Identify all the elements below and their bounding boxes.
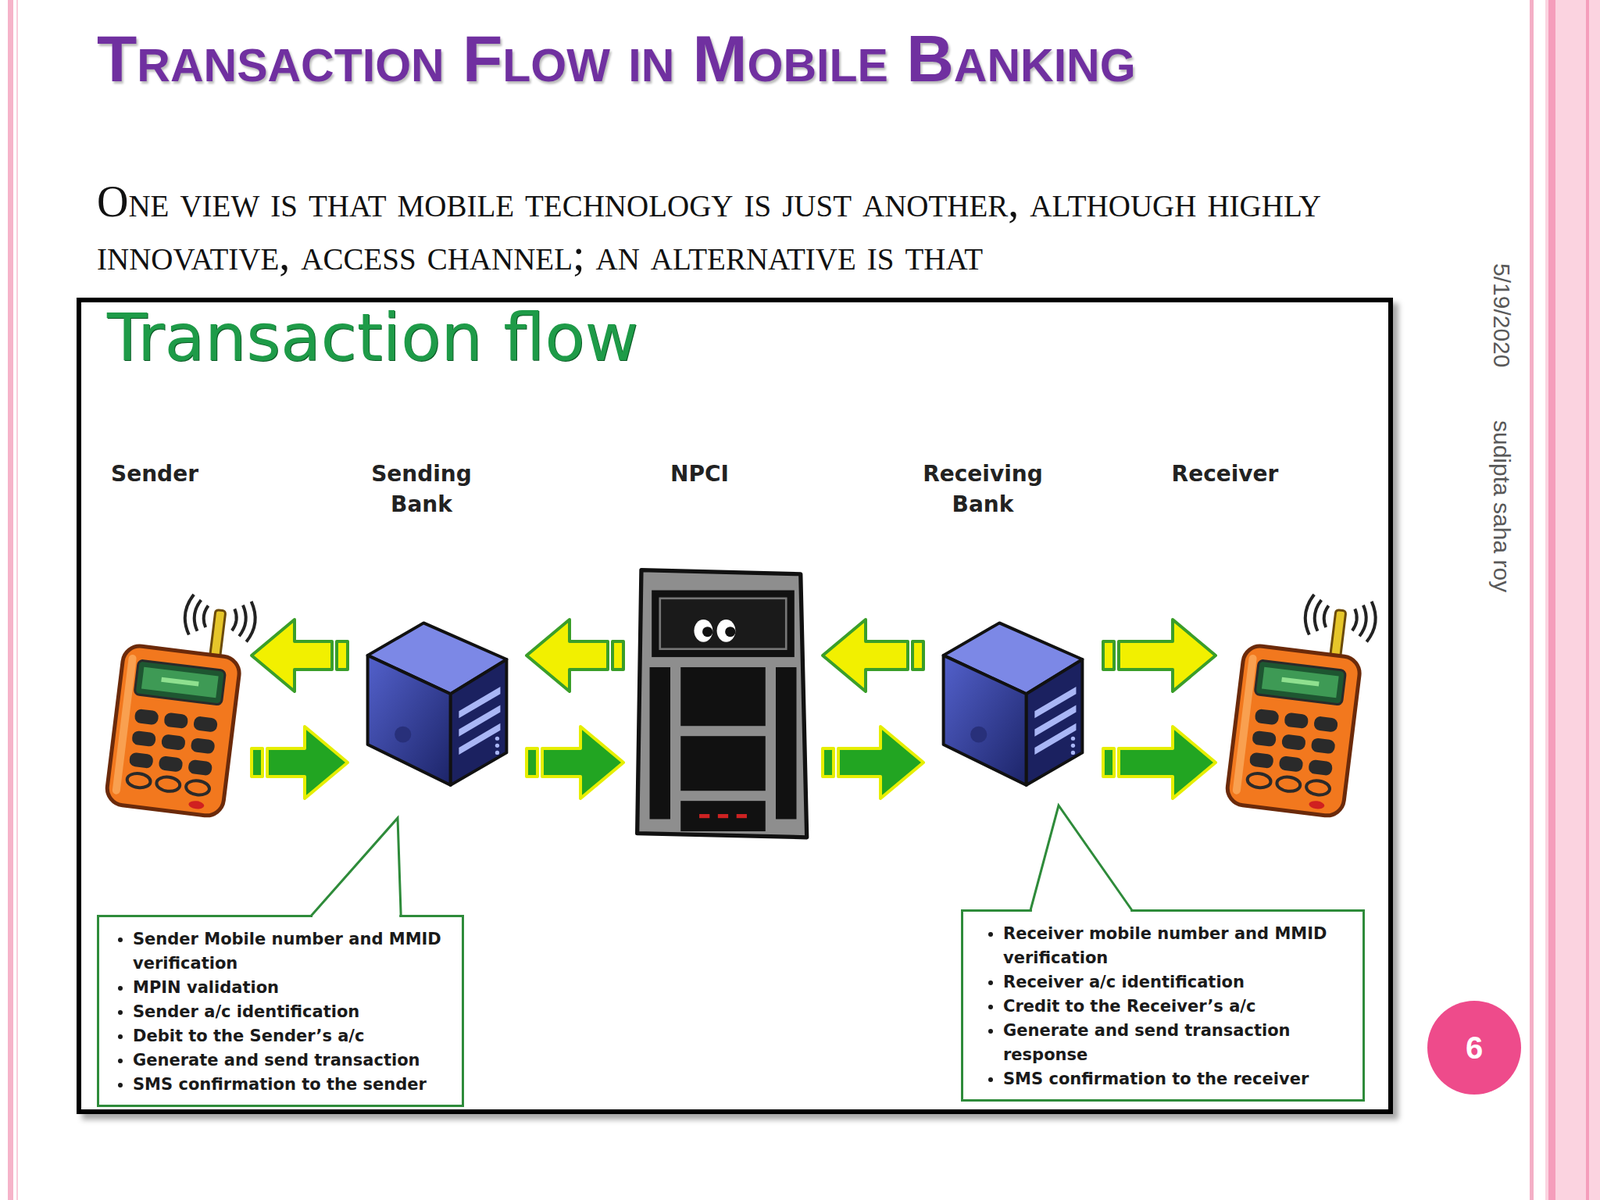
npci-mainframe <box>699 814 710 818</box>
node-label: Sender <box>88 458 222 490</box>
callout-item: Credit to the Receiver’s a/c <box>1003 994 1371 1019</box>
npci-mainframe <box>651 590 795 658</box>
flow-arrow <box>251 619 348 692</box>
callout-item: SMS confirmation to the receiver <box>1003 1067 1371 1092</box>
callout-item: Debit to the Sender’s a/c <box>132 1024 458 1049</box>
flow-arrow <box>1103 726 1216 799</box>
arrow-body <box>526 619 608 692</box>
npci-mainframe <box>680 735 766 791</box>
callout-item: Sender Mobile number and MMID verificati… <box>132 927 458 976</box>
flow-node: NPCI <box>635 458 811 842</box>
callout-pointer <box>310 817 401 918</box>
receiver-phone <box>1225 586 1379 819</box>
arrow-body <box>822 619 908 692</box>
arrow-tail <box>612 641 624 670</box>
flow-node: Sender <box>107 458 240 816</box>
npci-mainframe <box>660 598 786 650</box>
arrow-body <box>1118 619 1216 692</box>
receiving-bank-server <box>943 622 1083 786</box>
callout-item: Sender a/c identification <box>132 1000 458 1025</box>
badge-circle <box>1427 1000 1522 1095</box>
page-number-badge: 6 <box>1426 1000 1522 1096</box>
callout-item: MPIN validation <box>132 975 458 1000</box>
node-label: Receiving Bank <box>904 458 1061 520</box>
border-stripe <box>1548 0 1556 1200</box>
npci-mainframe <box>717 814 729 818</box>
arrow-body <box>542 726 624 799</box>
arrow-tail <box>526 748 538 777</box>
flow-arrow <box>526 619 624 692</box>
border-stripe <box>1529 0 1534 1200</box>
callout-item: Receiver a/c identification <box>1003 970 1371 995</box>
sending-bank-server <box>367 622 508 786</box>
arrow-body <box>1118 726 1216 799</box>
date-stamp: 5/19/2020 <box>1489 263 1514 368</box>
flow-arrow <box>822 726 924 799</box>
pointer-fill <box>312 817 400 918</box>
arrow-tail <box>1103 748 1115 777</box>
flow-arrow <box>526 726 624 799</box>
callout-item: SMS confirmation to the sender <box>132 1072 458 1097</box>
callout-pointer <box>1030 805 1133 913</box>
npci-mainframe <box>680 800 766 832</box>
border-stripe <box>16 0 18 1200</box>
npci-mainframe <box>717 619 736 643</box>
callout-box: Receiver mobile number and MMID verifica… <box>960 909 1365 1102</box>
border-stripe <box>1585 0 1590 1200</box>
body-text: One view is that mobile technology is ju… <box>96 175 1418 282</box>
figure-frame: Transaction flowSender Sending Bank NPCI Re… <box>76 297 1393 1115</box>
arrow-body <box>267 726 348 799</box>
callout-item: Generate and send transaction <box>132 1048 458 1073</box>
flow-arrow <box>251 726 348 799</box>
callout-list: Receiver mobile number and MMID verifica… <box>979 921 1371 1092</box>
callout-box: Sender Mobile number and MMID verificati… <box>96 914 465 1108</box>
npci-mainframe <box>637 570 808 838</box>
arrow-tail <box>912 641 924 670</box>
npci-mainframe <box>637 570 808 838</box>
node-label: NPCI <box>611 458 788 490</box>
border-stripe <box>7 0 14 1200</box>
npci-mainframe <box>702 626 713 637</box>
callout-item: Generate and send transaction response <box>1003 1018 1371 1068</box>
callout-item: Receiver mobile number and MMID verifica… <box>1003 921 1371 971</box>
author-name: sudipta saha roy <box>1489 420 1514 593</box>
flow-node: Receiver <box>1227 458 1361 816</box>
arrow-tail <box>1103 641 1115 670</box>
arrow-body <box>838 726 924 799</box>
npci-mainframe <box>680 667 766 726</box>
node-label: Sending Bank <box>343 458 500 520</box>
arrow-body <box>251 619 333 692</box>
page-number: 6 <box>1465 1030 1483 1066</box>
npci-mainframe <box>650 667 671 819</box>
arrow-tail <box>336 641 348 670</box>
arrow-tail <box>251 748 263 777</box>
sender-phone <box>105 586 258 819</box>
node-label: Receiver <box>1158 458 1292 490</box>
flow-arrow <box>822 619 924 692</box>
slide-title: Transaction Flow in Mobile Banking <box>96 25 1136 92</box>
pointer-line <box>1030 805 1133 911</box>
flow-node: Sending Bank <box>359 458 515 793</box>
arrow-tail <box>822 748 834 777</box>
npci-mainframe <box>693 619 713 643</box>
callout-list: Sender Mobile number and MMID verificati… <box>109 927 458 1097</box>
npci-mainframe <box>736 814 747 818</box>
figure-title: Transaction flow <box>107 304 639 371</box>
npci-mainframe <box>775 667 797 819</box>
npci-mainframe <box>725 626 736 637</box>
pointer-fill <box>1032 805 1131 913</box>
pointer-line <box>310 817 401 917</box>
flow-node: Receiving Bank <box>935 458 1092 793</box>
flow-arrow <box>1103 619 1216 692</box>
